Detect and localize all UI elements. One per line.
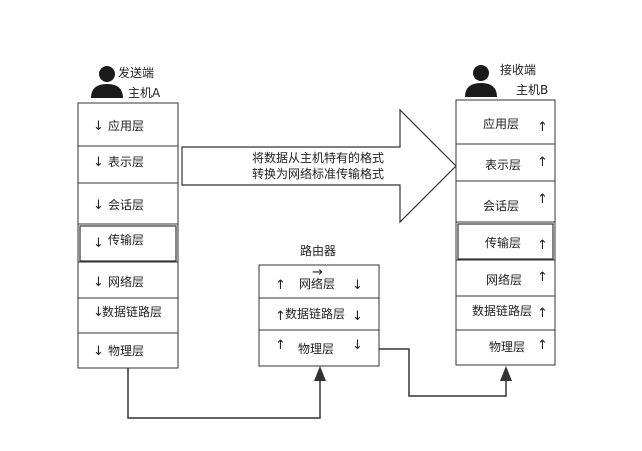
right-arrow-icon: → bbox=[312, 265, 323, 280]
layer-label: 会话层 bbox=[483, 199, 519, 213]
layer-label: 网络层 bbox=[108, 274, 144, 289]
up-arrow-icon: ↑ bbox=[275, 338, 286, 353]
layer-label: 网络层 bbox=[299, 276, 335, 291]
layer-label: 传输层 bbox=[485, 235, 521, 250]
layer-label: 会话层 bbox=[108, 198, 144, 212]
big-arrow-text-line1: 将数据从主机特有的格式 bbox=[252, 150, 384, 165]
big-arrow-shape bbox=[181, 108, 457, 224]
sender-label: 发送端 bbox=[118, 65, 154, 80]
connector-sender-to-router bbox=[127, 366, 326, 419]
receiver-label: 接收端 bbox=[500, 62, 536, 77]
layer-label: 表示层 bbox=[108, 155, 144, 169]
up-arrow-icon: ↑ bbox=[275, 278, 286, 293]
sender-stack bbox=[77, 102, 179, 369]
router-title: 路由器 bbox=[300, 243, 336, 258]
up-arrow-icon: ↑ bbox=[275, 309, 286, 324]
sender-layer-transport: ↓ 传输层 bbox=[93, 232, 144, 251]
sender-host-label: 主机A bbox=[128, 86, 161, 100]
receiver-transport-highlight bbox=[457, 223, 554, 260]
layer-label: 应用层 bbox=[483, 116, 519, 131]
sender-layer-session: ↓ 会话层 bbox=[93, 198, 144, 213]
layer-label: 物理层 bbox=[298, 342, 334, 356]
layer-label: 应用层 bbox=[108, 118, 144, 133]
sender-transport-highlight bbox=[79, 225, 177, 262]
down-arrow-icon: ↓ bbox=[93, 119, 104, 134]
down-arrow-icon: ↓ bbox=[93, 275, 104, 290]
big-arrow-text-line2: 转换为网络标准传输格式 bbox=[252, 166, 384, 181]
down-arrow-icon: ↓ bbox=[352, 278, 363, 293]
layer-label: 网络层 bbox=[486, 272, 522, 287]
down-arrow-icon: ↓ bbox=[93, 305, 104, 320]
sender-layer-application: ↓ 应用层 bbox=[93, 118, 144, 134]
connector-router-to-receiver bbox=[379, 348, 512, 397]
arrowhead-icon bbox=[314, 366, 326, 381]
receiver-layer-presentation: 表示层 ↑ bbox=[485, 155, 548, 172]
layer-label: 数据链路层 bbox=[102, 304, 162, 319]
sender-layer-presentation: ↓ 表示层 bbox=[93, 155, 144, 170]
router-layer-datalink: ↑ 数据链路层 ↓ bbox=[275, 306, 363, 324]
router-layer-network: → ↑ 网络层 ↓ bbox=[275, 265, 363, 293]
layer-label: 传输层 bbox=[108, 232, 144, 247]
down-arrow-icon: ↓ bbox=[93, 155, 104, 170]
layer-label: 物理层 bbox=[489, 340, 525, 354]
receiver-host-label: 主机B bbox=[516, 83, 548, 97]
sender-layer-network: ↓ 网络层 bbox=[93, 274, 144, 290]
sender-layer-datalink: ↓ 数据链路层 bbox=[93, 304, 162, 320]
receiver-layer-transport: 传输层 ↑ bbox=[485, 235, 548, 253]
down-arrow-icon: ↓ bbox=[93, 236, 104, 251]
sender-person-icon bbox=[91, 66, 123, 98]
receiver-stack bbox=[455, 99, 556, 366]
receiver-person-icon bbox=[465, 65, 497, 97]
receiver-layer-physical: 物理层 ↑ bbox=[489, 338, 548, 354]
up-arrow-icon: ↑ bbox=[537, 270, 548, 285]
up-arrow-icon: ↑ bbox=[537, 155, 548, 170]
layer-label: 数据链路层 bbox=[285, 306, 345, 321]
layer-label: 表示层 bbox=[485, 158, 521, 172]
receiver-layer-session: 会话层 ↑ bbox=[483, 192, 548, 213]
up-arrow-icon: ↑ bbox=[537, 192, 548, 207]
receiver-layer-datalink: 数据链路层 ↑ bbox=[472, 303, 548, 321]
router-stack bbox=[258, 264, 380, 367]
up-arrow-icon: ↑ bbox=[537, 120, 548, 135]
router-layer-physical: ↑ 物理层 ↓ bbox=[275, 338, 363, 356]
down-arrow-icon: ↓ bbox=[93, 198, 104, 213]
sender-layer-physical: ↓ 物理层 bbox=[93, 344, 144, 359]
down-arrow-icon: ↓ bbox=[352, 338, 363, 353]
receiver-layer-application: 应用层 ↑ bbox=[483, 116, 548, 135]
layer-label: 数据链路层 bbox=[472, 303, 532, 318]
up-arrow-icon: ↑ bbox=[537, 338, 548, 353]
up-arrow-icon: ↑ bbox=[537, 238, 548, 253]
receiver-layer-network: 网络层 ↑ bbox=[486, 270, 548, 287]
arrowhead-icon bbox=[500, 366, 512, 381]
down-arrow-icon: ↓ bbox=[352, 309, 363, 324]
layer-label: 物理层 bbox=[108, 344, 144, 358]
down-arrow-icon: ↓ bbox=[93, 344, 104, 359]
up-arrow-icon: ↑ bbox=[537, 306, 548, 321]
